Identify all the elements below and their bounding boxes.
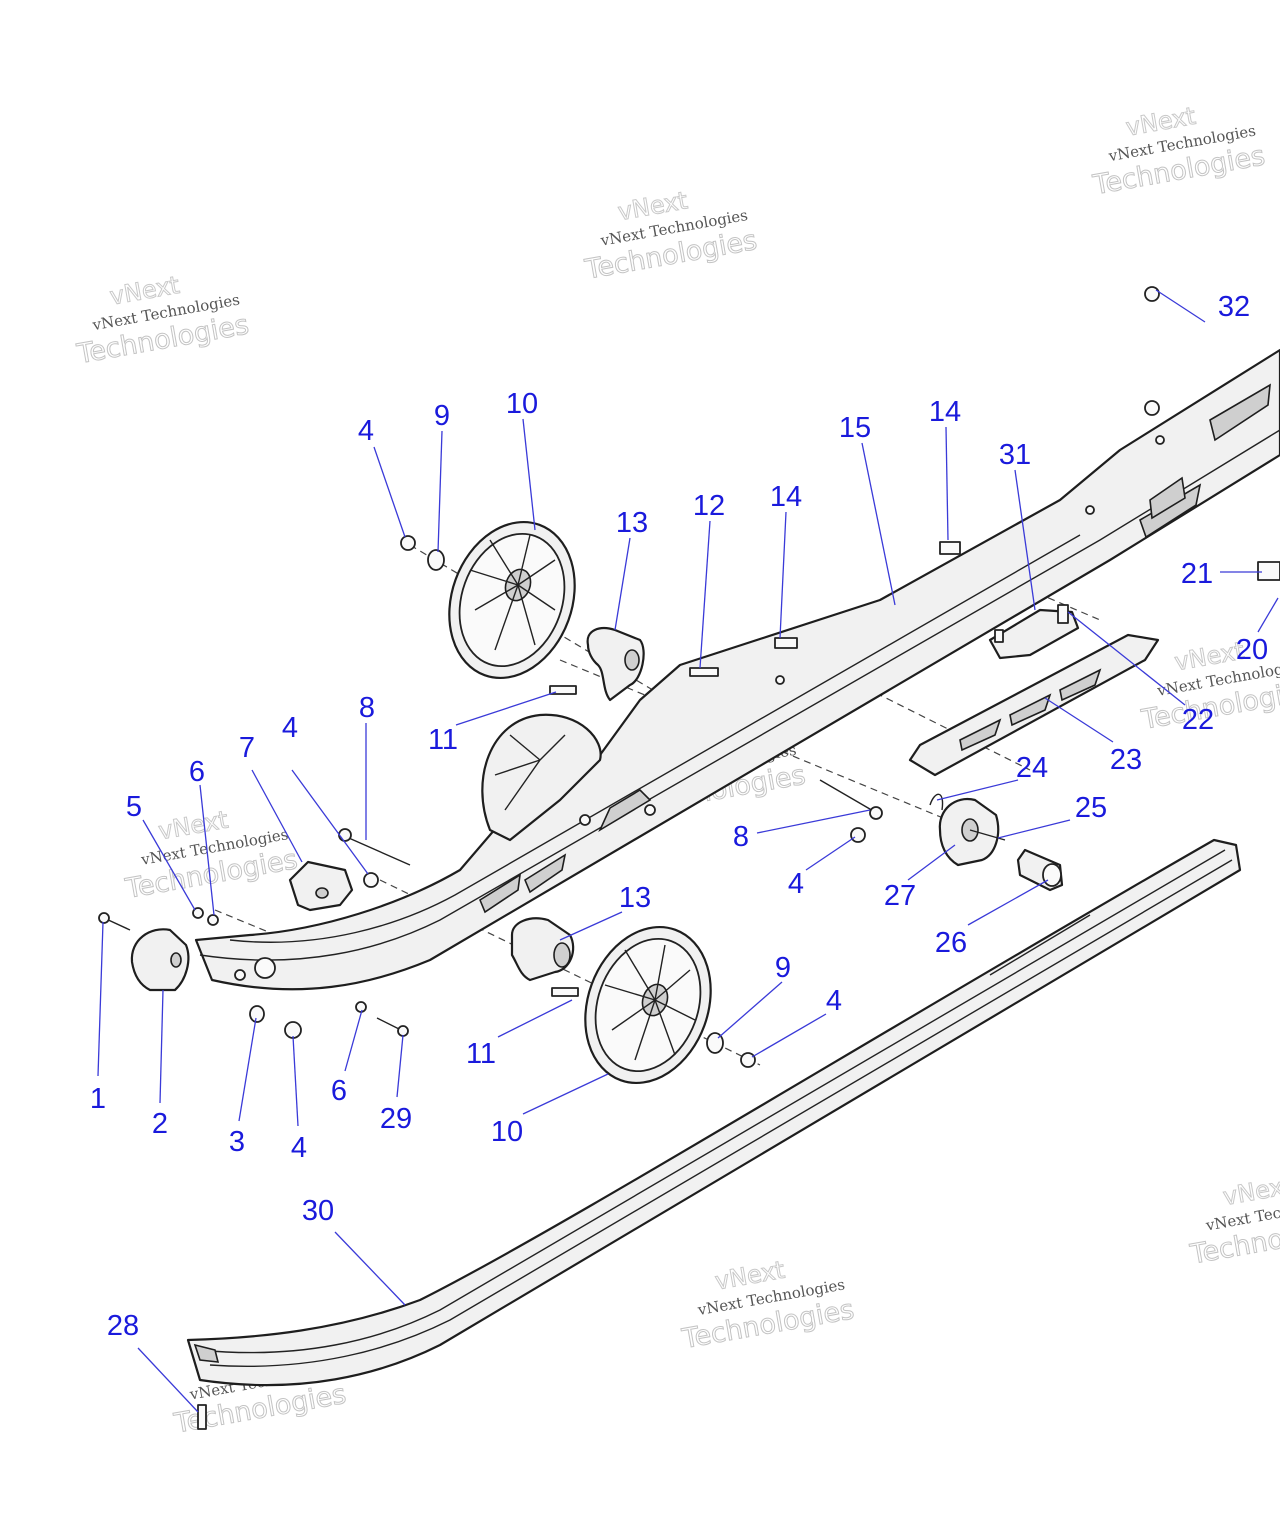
bumper-body (288, 860, 354, 912)
rail-bolt-head (254, 957, 276, 979)
rail-hole (1155, 435, 1165, 445)
spacer-bore (624, 649, 640, 671)
watermark: vNext vNext Technologies Technologies (582, 186, 760, 286)
callout-22: 22 (1182, 704, 1214, 736)
callout-12: 12 (693, 490, 725, 522)
wear-strip-body (186, 838, 1242, 1387)
wheel-spacer-lower (510, 917, 575, 982)
callout-13: 13 (616, 507, 648, 539)
wear-strip (186, 838, 1242, 1387)
watermark: vNext vNext Technologies Technologies (1090, 101, 1268, 201)
callout-23: 23 (1110, 744, 1142, 776)
callout-4: 4 (291, 1132, 307, 1164)
callout-24: 24 (1016, 752, 1048, 784)
callout-9: 9 (434, 400, 450, 432)
watermark: vNext vNext Technologies Technologies (679, 1255, 857, 1355)
slide-rail-body (194, 348, 1280, 991)
slider-pin (994, 629, 1004, 643)
callout-2: 2 (152, 1108, 168, 1140)
callout-4: 4 (788, 868, 804, 900)
callout-9: 9 (775, 952, 791, 984)
watermark: vNext vNext Technologies Technologies (1187, 1171, 1280, 1271)
callout-14: 14 (770, 481, 802, 513)
slide-rail-cutout (524, 853, 567, 894)
rail-hole (644, 804, 656, 816)
callout-32: 32 (1218, 291, 1250, 323)
slider-block-body (988, 608, 1080, 660)
callout-15: 15 (839, 412, 871, 444)
fasteners (98, 286, 1280, 1430)
spacer-body (586, 627, 645, 702)
callout-8: 8 (359, 692, 375, 724)
callout-20: 20 (1236, 634, 1268, 666)
slider-block (988, 608, 1080, 660)
rail-tip-cap (130, 928, 190, 992)
callout-26: 26 (935, 927, 967, 959)
callout-27: 27 (884, 880, 916, 912)
callout-4: 4 (358, 415, 374, 447)
callout-6: 6 (189, 756, 205, 788)
callout-10: 10 (506, 388, 538, 420)
leader-lines (97, 289, 1279, 1413)
callout-31: 31 (999, 439, 1031, 471)
rail-hole (579, 814, 591, 826)
wheel-inner-visible (481, 713, 602, 842)
callout-7: 7 (239, 732, 255, 764)
limiter-bracket (938, 797, 1000, 867)
slide-rail-cutout (479, 873, 522, 914)
bumper-block (288, 860, 354, 912)
idler-wheel-upper (448, 520, 576, 680)
callout-28: 28 (107, 1310, 139, 1342)
callout-3: 3 (229, 1126, 245, 1158)
sleeve-end (1042, 863, 1062, 887)
callout-14: 14 (929, 396, 961, 428)
slide-rail (194, 348, 1280, 991)
callout-5: 5 (126, 791, 142, 823)
callout-10: 10 (491, 1116, 523, 1148)
callout-13: 13 (619, 882, 651, 914)
spacer-bore (553, 942, 571, 968)
idler-wheel-lower (584, 925, 712, 1085)
callout-11: 11 (428, 724, 458, 756)
callout-4: 4 (282, 712, 298, 744)
slide-rail-cutout (1209, 383, 1271, 442)
callout-25: 25 (1075, 792, 1107, 824)
idler-wheel-inner (481, 713, 602, 842)
callout-labels: 32 4 9 10 15 14 31 12 14 13 21 20 22 23 … (90, 291, 1268, 1342)
tip-cap-hole (170, 952, 182, 968)
callout-30: 30 (302, 1195, 334, 1227)
slide-mount-plate (908, 633, 1160, 777)
rail-hole (234, 969, 246, 981)
bumper-hole (315, 887, 329, 899)
callout-8: 8 (733, 821, 749, 853)
rail-hole (775, 675, 785, 685)
watermark: vNext vNext Technologies Technologies (74, 270, 252, 370)
slide-rail-cutout (598, 788, 652, 833)
tip-cap-body (130, 928, 190, 992)
slide-rail-cutout (1149, 476, 1186, 520)
callout-1: 1 (90, 1083, 106, 1115)
callout-6: 6 (331, 1075, 347, 1107)
wheel-spacer-upper (586, 627, 645, 702)
callout-29: 29 (380, 1103, 412, 1135)
rail-hole (1085, 505, 1095, 515)
callout-11: 11 (466, 1038, 496, 1070)
wear-strip-end (193, 1343, 220, 1363)
callout-4: 4 (826, 985, 842, 1017)
callout-21: 21 (1181, 558, 1213, 590)
